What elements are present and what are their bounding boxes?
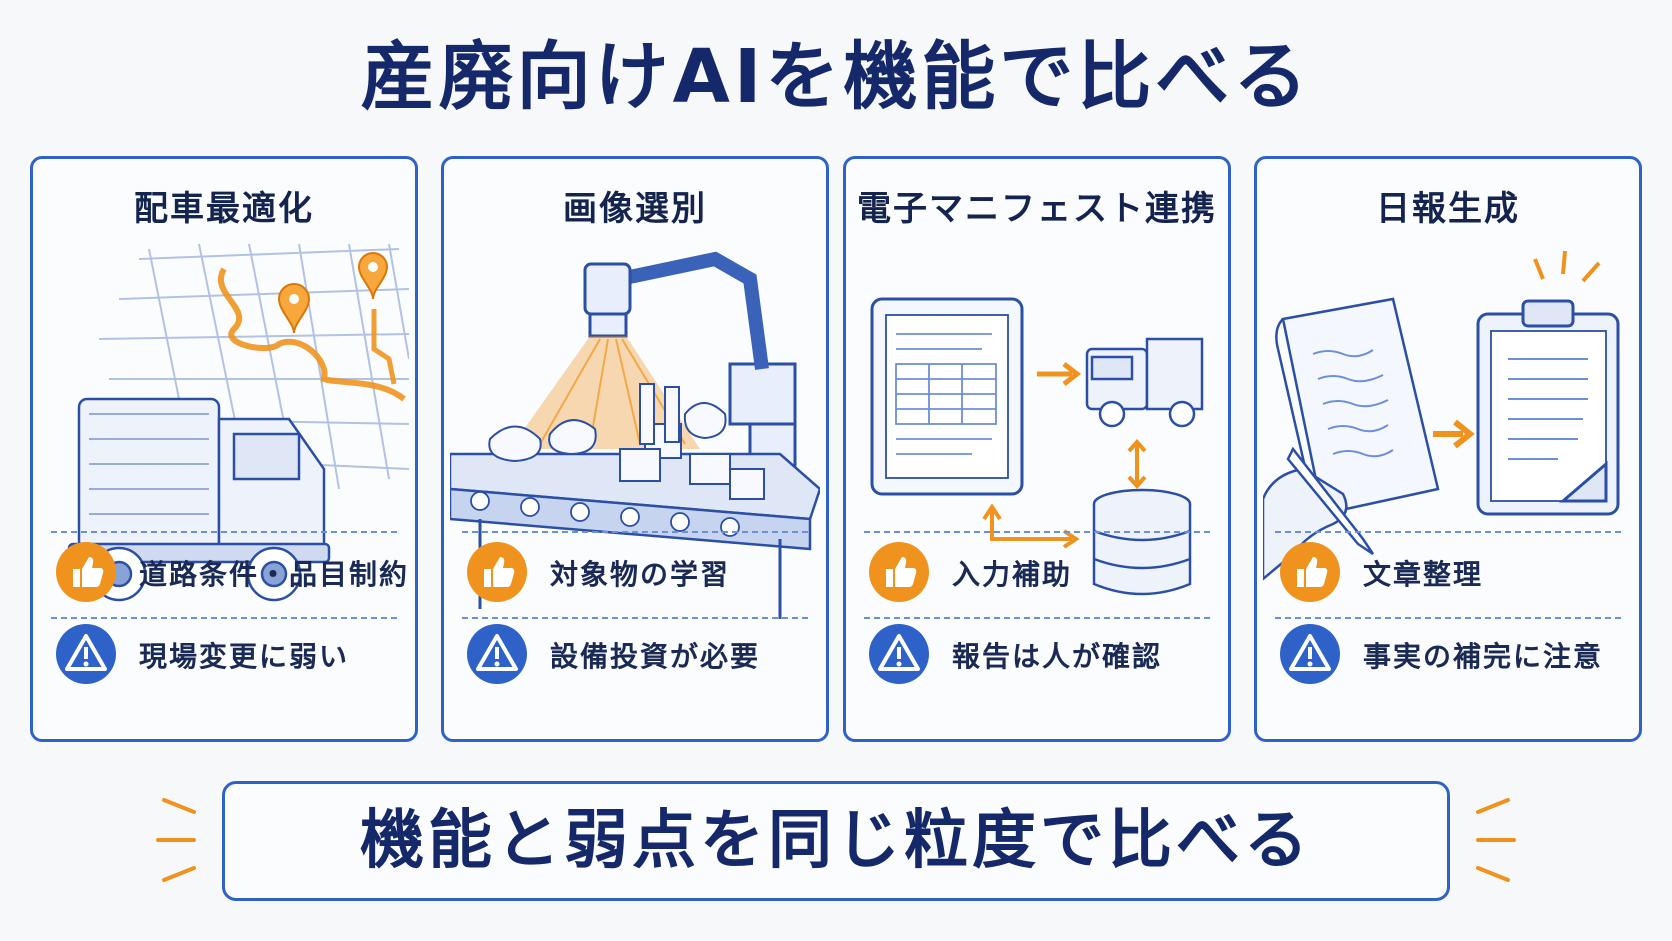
robot-arm-conveyor-illustration [448,239,822,709]
banner-text: 機能と弱点を同じ粒度で比べる [360,804,1312,878]
pro-text: 入力補助 [952,558,1073,591]
con-text: 報告は人が確認 [952,640,1163,673]
con-text: 事実の補完に注意 [1363,640,1604,673]
thumbs-up-icon [466,541,528,603]
divider [462,531,808,533]
pro-row: 対象物の学習 [466,539,816,605]
card-title: 配車最適化 [134,189,314,229]
divider [864,531,1210,533]
card-dispatch-optimization: 配車最適化 [30,156,418,742]
con-row: 現場変更に弱い [55,621,405,687]
pro-text: 文章整理 [1363,558,1484,591]
warning-icon [1279,623,1341,685]
pro-row: 道路条件・品目制約 [55,539,407,605]
con-row: 報告は人が確認 [868,621,1218,687]
divider [51,531,397,533]
divider [462,617,808,619]
pro-row: 入力補助 [868,539,1218,605]
warning-icon [55,623,117,685]
thumbs-up-icon [868,541,930,603]
page-title: 産廃向けAIを機能で比べる [360,34,1312,120]
divider [1275,617,1621,619]
con-text: 設備投資が必要 [550,640,761,673]
card-e-manifest: 電子マニフェスト連携 [843,156,1231,742]
card-image-sorting: 画像選別 [441,156,829,742]
card-daily-report: 日報生成 [1254,156,1642,742]
divider [1275,531,1621,533]
sparkle-left-icon [156,798,196,882]
card-title: 日報生成 [1376,189,1520,229]
con-text: 現場変更に弱い [139,640,350,673]
warning-icon [868,623,930,685]
thumbs-up-icon [1279,541,1341,603]
thumbs-up-icon [55,541,117,603]
divider [864,617,1210,619]
tablet-truck-database-illustration [852,239,1222,709]
con-row: 事実の補完に注意 [1279,621,1629,687]
pro-text: 対象物の学習 [550,558,731,591]
con-row: 設備投資が必要 [466,621,816,687]
notepad-clipboard-illustration [1261,239,1633,709]
map-pin-icon [277,283,311,334]
truck-route-map-illustration [39,239,410,709]
pro-text: 道路条件・品目制約 [139,558,410,591]
summary-banner: 機能と弱点を同じ粒度で比べる [222,781,1450,901]
pro-row: 文章整理 [1279,539,1629,605]
card-title: 画像選別 [563,189,707,229]
divider [51,617,397,619]
warning-icon [466,623,528,685]
sparkle-right-icon [1476,798,1516,882]
card-title: 電子マニフェスト連携 [857,189,1217,229]
map-pin-icon [357,252,389,300]
